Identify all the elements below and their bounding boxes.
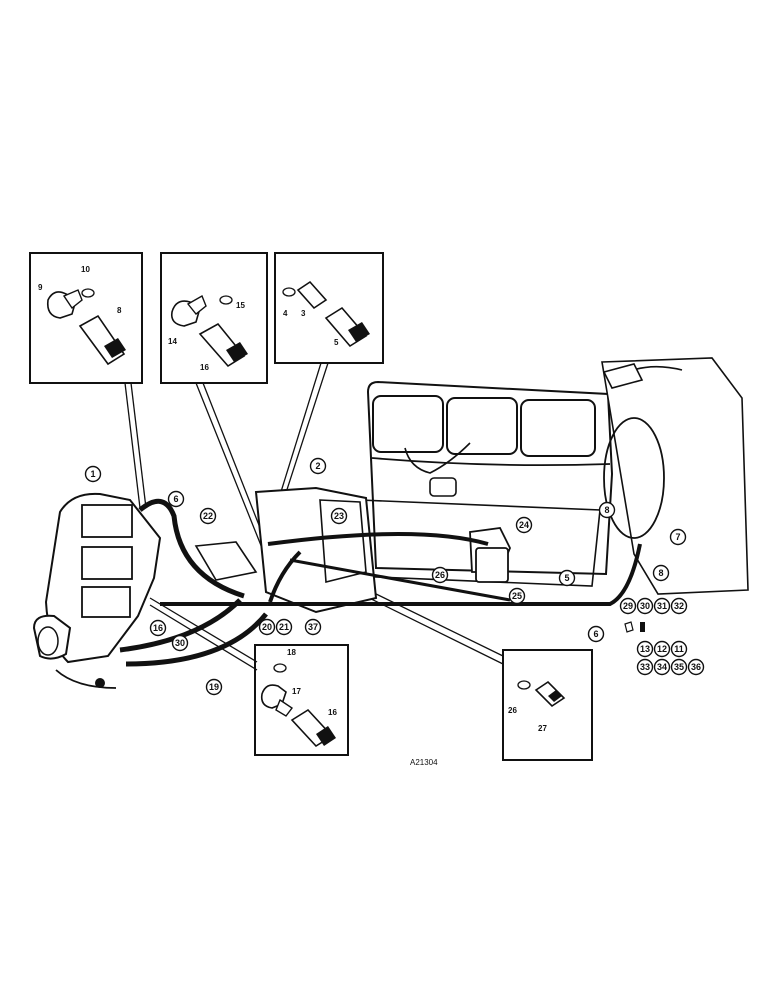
callout-8-right: 8 xyxy=(598,501,616,519)
drawing-number: A21304 xyxy=(410,758,438,767)
callout-23: 23 xyxy=(330,507,348,525)
inset2-label-16: 16 xyxy=(200,363,209,372)
callout-36: 36 xyxy=(687,658,705,676)
svg-text:6: 6 xyxy=(593,629,598,639)
clip-icon xyxy=(624,621,645,633)
svg-text:13: 13 xyxy=(640,644,650,654)
inset-box-right-upper: 4 3 5 xyxy=(274,252,384,364)
inset2-label-15: 15 xyxy=(236,301,245,310)
inset1-label-9: 9 xyxy=(38,283,43,292)
inset5-label-26: 26 xyxy=(508,706,517,715)
callout-7: 7 xyxy=(669,528,687,546)
radiator xyxy=(601,357,749,595)
callout-29: 29 xyxy=(619,597,637,615)
inset3-label-4: 4 xyxy=(283,309,288,318)
svg-text:35: 35 xyxy=(674,662,684,672)
callout-35: 35 xyxy=(670,658,688,676)
svg-text:32: 32 xyxy=(674,601,684,611)
svg-text:31: 31 xyxy=(657,601,667,611)
svg-text:20: 20 xyxy=(262,622,272,632)
inset-box-middle: 15 14 16 xyxy=(160,252,268,384)
hoses xyxy=(119,498,642,667)
svg-text:22: 22 xyxy=(203,511,213,521)
svg-text:24: 24 xyxy=(519,520,529,530)
callout-26: 26 xyxy=(431,566,449,584)
inset4-label-17: 17 xyxy=(292,687,301,696)
inset4-label-16: 16 xyxy=(328,708,337,717)
svg-text:2: 2 xyxy=(315,461,320,471)
svg-text:30: 30 xyxy=(640,601,650,611)
inset-box-left: 9 10 8 xyxy=(29,252,143,384)
callout-22: 22 xyxy=(199,507,217,525)
callout-32: 32 xyxy=(670,597,688,615)
callout-12: 12 xyxy=(653,640,671,658)
svg-text:34: 34 xyxy=(657,662,667,672)
inset1-label-8: 8 xyxy=(117,306,122,315)
hose-end-icon xyxy=(78,314,126,366)
svg-text:8: 8 xyxy=(658,568,663,578)
callout-37: 37 xyxy=(304,618,322,636)
svg-text:11: 11 xyxy=(674,644,684,654)
callout-6-lower: 6 xyxy=(587,625,605,643)
inset-box-bottom-middle: 18 17 16 xyxy=(254,644,349,756)
callout-8-lower: 8 xyxy=(652,564,670,582)
inset2-label-14: 14 xyxy=(168,337,177,346)
callout-31: 31 xyxy=(653,597,671,615)
svg-text:26: 26 xyxy=(435,570,445,580)
callout-21: 21 xyxy=(275,618,293,636)
callout-5: 5 xyxy=(558,569,576,587)
inset3-label-5: 5 xyxy=(334,338,339,347)
callout-20: 20 xyxy=(258,618,276,636)
inset4-label-18: 18 xyxy=(287,648,296,657)
hose-end-icon xyxy=(290,708,336,748)
callout-30b: 30 xyxy=(636,597,654,615)
callout-25: 25 xyxy=(508,587,526,605)
callout-11: 11 xyxy=(670,640,688,658)
svg-text:12: 12 xyxy=(657,644,667,654)
inset5-label-27: 27 xyxy=(538,724,547,733)
callout-6-upper: 6 xyxy=(167,490,185,508)
svg-text:6: 6 xyxy=(173,494,178,504)
hose-end-icon xyxy=(198,322,248,368)
elbow-fitting-icon xyxy=(170,294,207,327)
callout-13: 13 xyxy=(636,640,654,658)
svg-text:7: 7 xyxy=(675,532,680,542)
callout-33: 33 xyxy=(636,658,654,676)
callout-16: 16 xyxy=(149,619,167,637)
svg-text:25: 25 xyxy=(512,591,522,601)
straight-fitting-icon xyxy=(534,680,566,708)
callout-19: 19 xyxy=(205,678,223,696)
engine xyxy=(351,380,614,587)
transmission xyxy=(32,492,162,689)
svg-text:1: 1 xyxy=(90,469,95,479)
svg-text:5: 5 xyxy=(564,573,569,583)
callout-1: 1 xyxy=(84,465,102,483)
callouts: 1 2 6 22 23 24 8 7 8 5 25 26 16 30 19 20… xyxy=(84,457,705,696)
straight-fitting-icon xyxy=(296,280,328,310)
callout-34: 34 xyxy=(653,658,671,676)
callout-2: 2 xyxy=(309,457,327,475)
elbow-fitting-icon xyxy=(46,289,83,319)
svg-text:29: 29 xyxy=(623,601,633,611)
svg-text:16: 16 xyxy=(153,623,163,633)
svg-text:33: 33 xyxy=(640,662,650,672)
svg-text:21: 21 xyxy=(279,622,289,632)
svg-text:19: 19 xyxy=(209,682,219,692)
callout-24: 24 xyxy=(515,516,533,534)
pump-housing xyxy=(194,486,378,614)
svg-text:8: 8 xyxy=(604,505,609,515)
callout-30: 30 xyxy=(171,634,189,652)
inset3-label-3: 3 xyxy=(301,309,306,318)
inset1-label-10: 10 xyxy=(81,265,90,274)
svg-text:37: 37 xyxy=(308,622,318,632)
hose-end-icon xyxy=(324,306,370,348)
svg-text:36: 36 xyxy=(691,662,701,672)
svg-text:23: 23 xyxy=(334,511,344,521)
inset-box-bottom-right: 26 27 xyxy=(502,649,593,761)
svg-text:30: 30 xyxy=(175,638,185,648)
elbow-fitting-icon xyxy=(260,684,294,717)
